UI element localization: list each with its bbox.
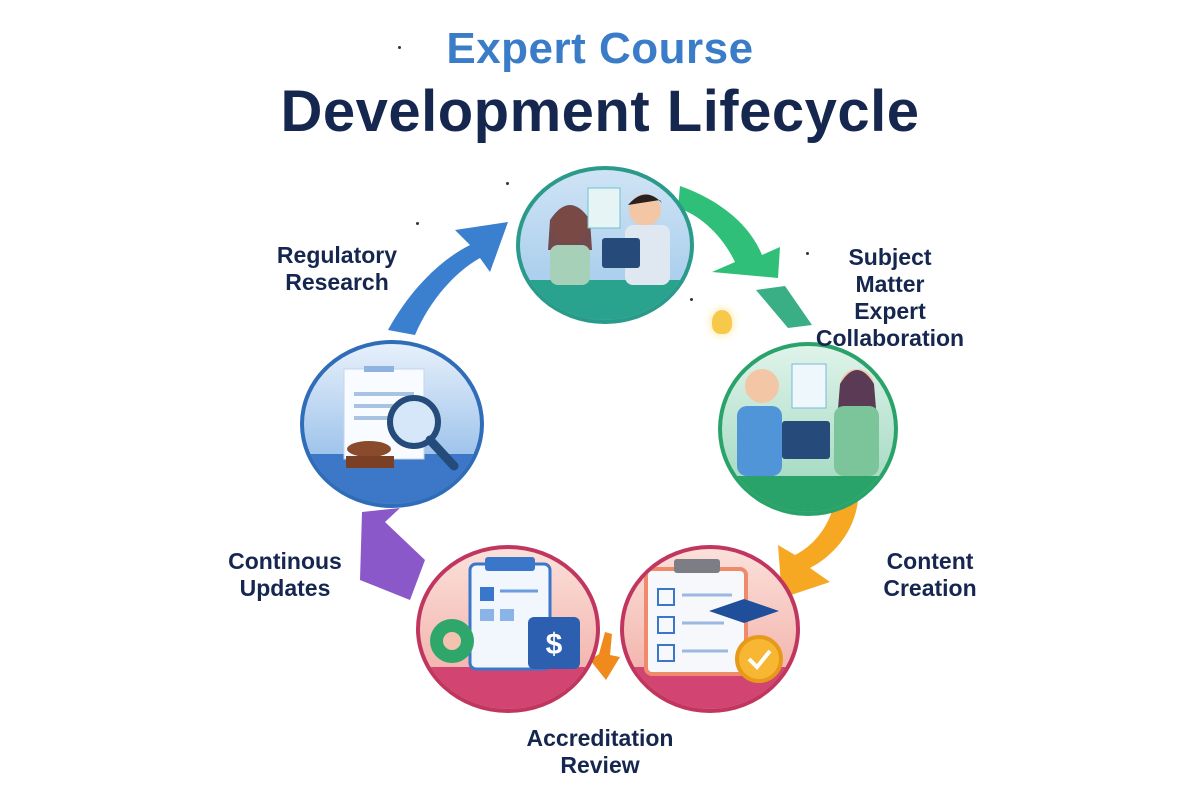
label-accreditation-review: Accreditation Review xyxy=(526,725,674,778)
stage-circle-accreditation-review[interactable]: $ xyxy=(416,545,600,713)
stage-circle-subject-matter-expert-collaboration[interactable] xyxy=(718,342,898,516)
title-line-2: Development Lifecycle xyxy=(280,79,920,144)
two-people-laptop-lightbulb-icon xyxy=(722,363,894,512)
decorative-dot xyxy=(506,182,509,185)
lightbulb-icon xyxy=(712,310,732,334)
svg-text:$: $ xyxy=(546,628,563,661)
stage-circle-regulatory-research[interactable] xyxy=(300,340,484,508)
label-content-creation: Content Creation xyxy=(883,548,977,601)
label-regulatory-research: Regulatory Research xyxy=(276,242,398,295)
stage-circle-content-creation[interactable] xyxy=(620,545,800,713)
two-people-laptop-icon xyxy=(520,187,690,320)
yellow-arrow-icon xyxy=(778,500,858,598)
blue-arrow-icon xyxy=(388,222,508,335)
document-magnifier-gavel-icon xyxy=(304,366,480,504)
label-continous-updates: Continous Updates xyxy=(228,548,342,601)
label-subject-matter-expert-collaboration: Subject Matter Expert Collaboration xyxy=(815,244,965,351)
orange-arrow-icon xyxy=(590,632,620,680)
title-line-1: Expert Course xyxy=(446,24,754,73)
decorative-dot xyxy=(690,298,693,301)
decorative-dot xyxy=(806,252,809,255)
clipboard-gear-dollar-icon: $ xyxy=(420,557,596,709)
decorative-dot xyxy=(416,222,419,225)
green-arrow-icon xyxy=(678,186,812,328)
stage-circle-collaboration-top[interactable] xyxy=(516,166,694,324)
purple-arrow-icon xyxy=(360,508,425,600)
checklist-graduation-cap-icon xyxy=(624,559,796,709)
decorative-dot xyxy=(398,46,401,49)
